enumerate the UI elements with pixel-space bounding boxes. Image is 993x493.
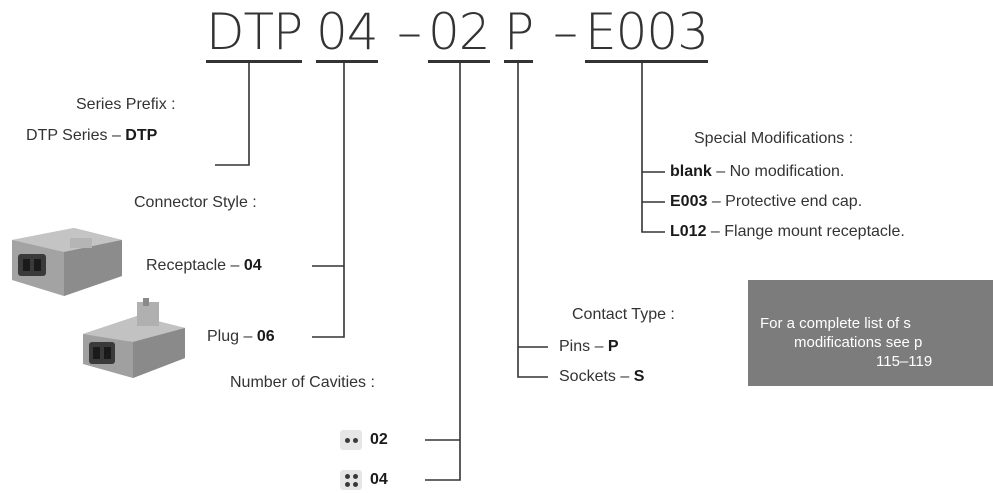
cavities-code: 04 [370, 471, 388, 488]
contact-type-code: P [607, 338, 619, 355]
cavities-title: Number of Cavities : [230, 374, 375, 391]
special-modifications-title: Special Modifications : [694, 130, 854, 147]
cavities-code: 02 [370, 431, 388, 448]
style-line [312, 60, 345, 338]
code-dash-2: – [553, 3, 578, 61]
cavities-item: 02 [370, 430, 388, 450]
code-cavities: 02 [428, 3, 491, 63]
series-prefix-text: DTP Series – [26, 127, 126, 144]
special-modification-code: E003 [670, 193, 708, 210]
contact-type-item: Pins – P [559, 337, 619, 357]
note-line-2: modifications see p [794, 334, 923, 351]
contact-type-text: Pins – [559, 338, 608, 355]
note-line-3: 115–119 [876, 353, 933, 370]
contact-type-code: S [633, 368, 645, 385]
contact-type-item: Sockets – S [559, 367, 644, 387]
two-cavity-icon [340, 430, 362, 450]
special-modification-text: – Flange mount receptacle. [706, 223, 905, 240]
receptacle-image [12, 228, 122, 296]
code-modification: E003 [585, 3, 709, 63]
contact-line [517, 60, 548, 378]
connector-style-code: 04 [243, 257, 262, 274]
connector-style-text: Plug – [207, 328, 257, 345]
connector-style-item: Plug – 06 [207, 327, 275, 347]
series-prefix-code: DTP [125, 127, 158, 144]
special-modification-code: blank [670, 163, 712, 180]
plug-image [83, 298, 185, 378]
code-series: DTP [206, 3, 303, 63]
series-prefix-title: Series Prefix : [76, 96, 176, 113]
special-modification-item: L012 – Flange mount receptacle. [670, 222, 905, 242]
code-style: 04 [316, 3, 379, 63]
note-line-1: For a complete list of s [760, 315, 911, 332]
connector-style-text: Receptacle – [146, 257, 244, 274]
connector-style-title: Connector Style : [134, 194, 257, 211]
series-prefix-item: DTP Series – DTP [26, 126, 157, 146]
contact-type-title: Contact Type : [572, 306, 675, 323]
contact-type-text: Sockets – [559, 368, 634, 385]
special-modification-item: E003 – Protective end cap. [670, 192, 862, 212]
four-cavity-icon [340, 470, 362, 490]
special-modification-text: – No modification. [711, 163, 845, 180]
cavities-line [425, 60, 461, 481]
cavities-item: 04 [370, 470, 388, 490]
special-modification-item: blank – No modification. [670, 162, 844, 182]
special-modification-text: – Protective end cap. [707, 193, 863, 210]
special-modification-code: L012 [670, 223, 707, 240]
reference-note-box: For a complete list of s modifications s… [748, 280, 993, 386]
code-dash-1: – [397, 3, 422, 61]
modifications-line [641, 60, 665, 233]
series-line [215, 60, 250, 166]
connector-style-code: 06 [256, 328, 275, 345]
connector-style-item: Receptacle – 04 [146, 256, 262, 276]
